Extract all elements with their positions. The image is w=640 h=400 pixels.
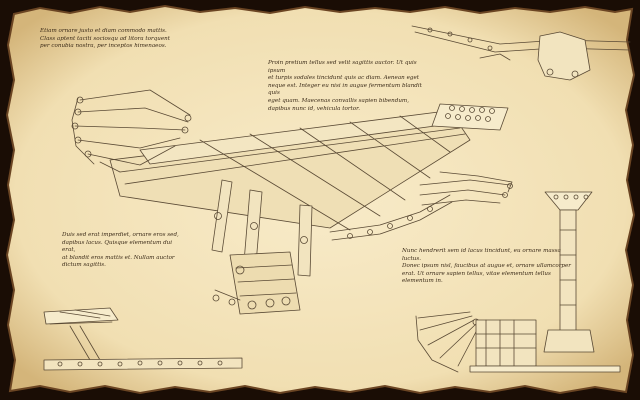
top-plate [431, 103, 509, 131]
right-column-drawing [543, 191, 595, 353]
bottom-left-drawing [43, 307, 243, 371]
annotation-middle-left: Duis sed erat imperdiet, ornare eros sed… [62, 232, 179, 269]
annotation-top-center: Proin pretium tellus sed velit sagittis … [268, 60, 422, 112]
annotation-top-left: Etiam ornare justo et diam commodo matti… [40, 28, 171, 50]
right-fan-wing [419, 171, 513, 206]
annotation-bottom-right: Nunc hendrerit sem id lacus tincidunt, e… [402, 248, 571, 285]
lower-chain [329, 194, 453, 241]
engine-block [214, 251, 301, 315]
main-drawing-winged-machine [71, 89, 513, 315]
main-beam [109, 107, 481, 231]
support-legs [211, 179, 313, 306]
left-fan-wing [71, 89, 192, 173]
bottom-right-drawing [415, 311, 621, 373]
top-right-drawing [411, 25, 631, 81]
